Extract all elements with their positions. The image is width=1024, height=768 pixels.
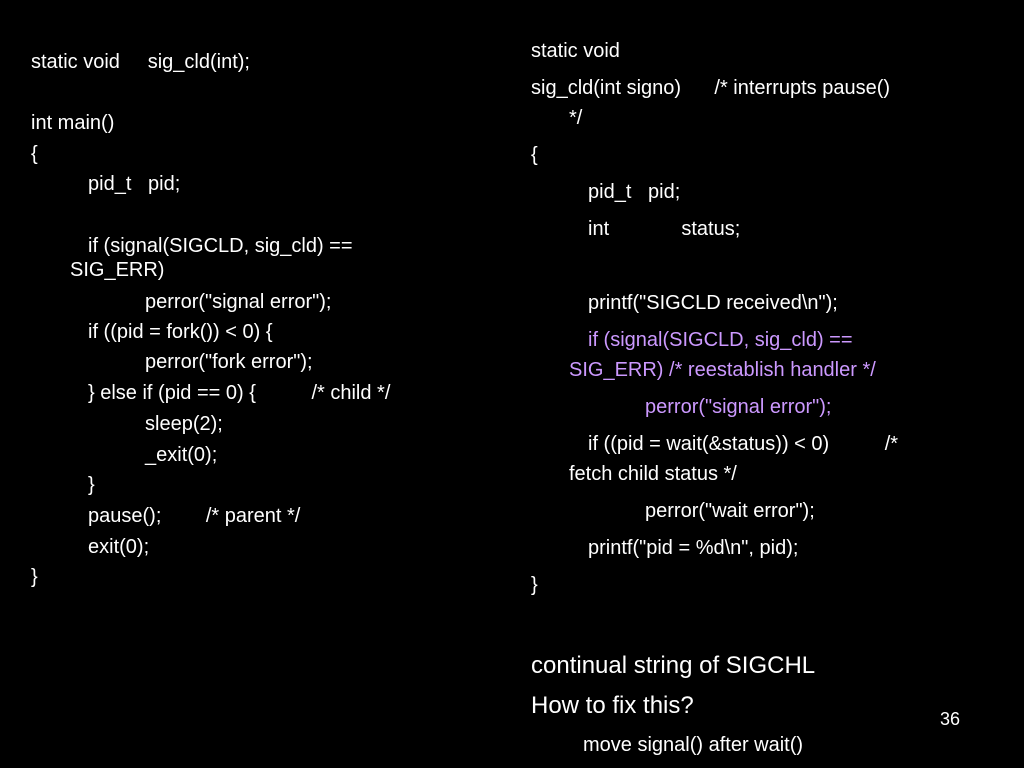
code-line: sleep(2); <box>145 413 223 435</box>
code-line-highlighted: SIG_ERR) /* reestablish handler */ <box>569 359 876 381</box>
code-line: static void <box>531 40 620 62</box>
code-line-highlighted: perror("signal error"); <box>645 396 832 418</box>
code-line: pause(); /* parent */ <box>88 505 301 527</box>
code-line: } else if (pid == 0) { /* child */ <box>88 382 391 404</box>
page-number: 36 <box>940 709 961 729</box>
note-line: continual string of SIGCHL <box>531 652 816 679</box>
code-line: } <box>88 474 95 496</box>
code-line-highlighted: if (signal(SIGCLD, sig_cld) == <box>588 329 853 351</box>
code-line: { <box>531 144 538 166</box>
code-line: if ((pid = wait(&status)) < 0) /* <box>588 433 899 455</box>
code-line: sig_cld(int signo) /* interrupts pause() <box>531 77 891 99</box>
code-line: int main() <box>31 112 115 134</box>
code-line: */ <box>569 107 583 129</box>
code-line: } <box>31 566 38 588</box>
code-line: exit(0); <box>88 536 150 558</box>
code-line: perror("wait error"); <box>645 500 815 522</box>
code-line: int status; <box>588 218 741 240</box>
code-line: if ((pid = fork()) < 0) { <box>88 321 273 343</box>
code-line: SIG_ERR) <box>70 259 165 281</box>
code-line: perror("signal error"); <box>145 291 332 313</box>
code-line: perror("fork error"); <box>145 351 313 373</box>
code-line: } <box>531 574 538 596</box>
note-line: move signal() after wait() <box>583 734 804 756</box>
code-line: _exit(0); <box>145 444 218 466</box>
code-line: static void sig_cld(int); <box>31 51 250 73</box>
code-line: pid_t pid; <box>88 173 181 195</box>
code-line: printf("SIGCLD received\n"); <box>588 292 838 314</box>
code-line: fetch child status */ <box>569 463 737 485</box>
code-line: printf("pid = %d\n", pid); <box>588 537 799 559</box>
note-line: How to fix this? <box>531 692 694 719</box>
code-line: { <box>31 143 38 165</box>
code-line: pid_t pid; <box>588 181 681 203</box>
code-line: if (signal(SIGCLD, sig_cld) == <box>88 235 353 257</box>
